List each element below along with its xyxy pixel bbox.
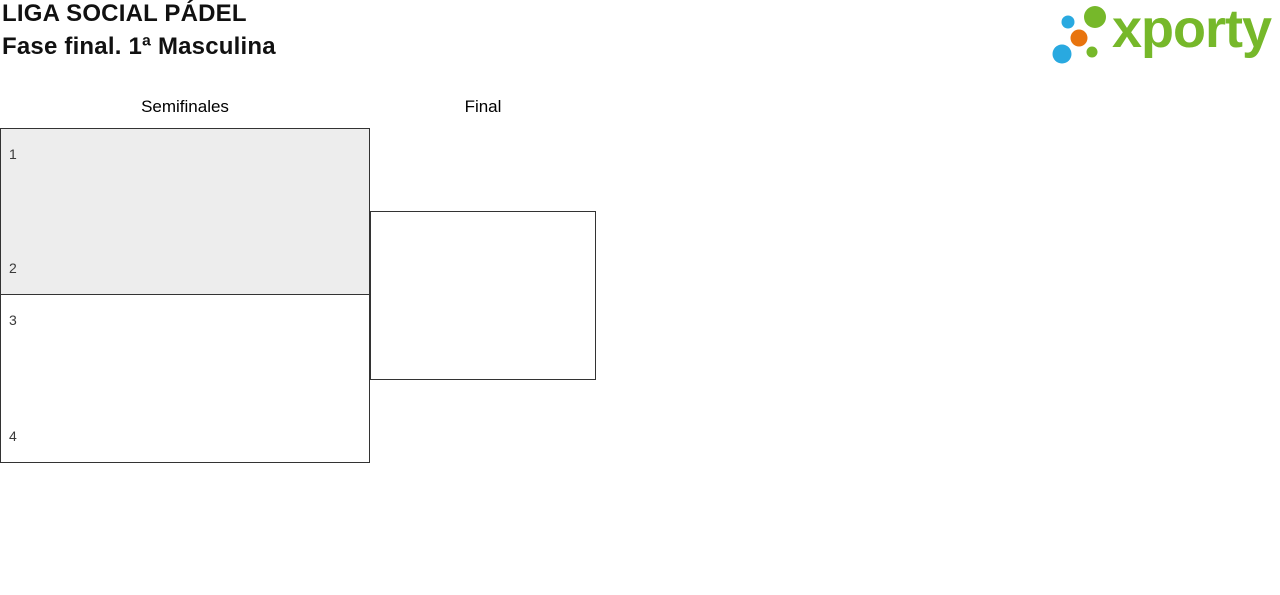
seed-label: 1: [9, 146, 17, 162]
page-title: LIGA SOCIAL PÁDEL Fase final. 1ª Masculi…: [2, 0, 276, 63]
seed-label: 4: [9, 428, 17, 444]
match-semifinal-1[interactable]: 1 2: [0, 128, 370, 295]
match-final[interactable]: [370, 211, 596, 380]
seed-label: 3: [9, 312, 17, 328]
phase-subtitle: Fase final. 1ª Masculina: [2, 33, 276, 60]
match-semifinal-2[interactable]: 3 4: [0, 294, 370, 463]
xporty-logo-text: xporty: [1112, 0, 1272, 59]
xporty-dots-icon: [1052, 6, 1106, 64]
round-header-final: Final: [464, 97, 502, 116]
seed-label: 2: [9, 260, 17, 276]
competition-name: LIGA SOCIAL PÁDEL: [2, 0, 247, 27]
round-header-semifinales: Semifinales: [141, 97, 229, 116]
xporty-logo[interactable]: xporty: [1050, 0, 1280, 70]
